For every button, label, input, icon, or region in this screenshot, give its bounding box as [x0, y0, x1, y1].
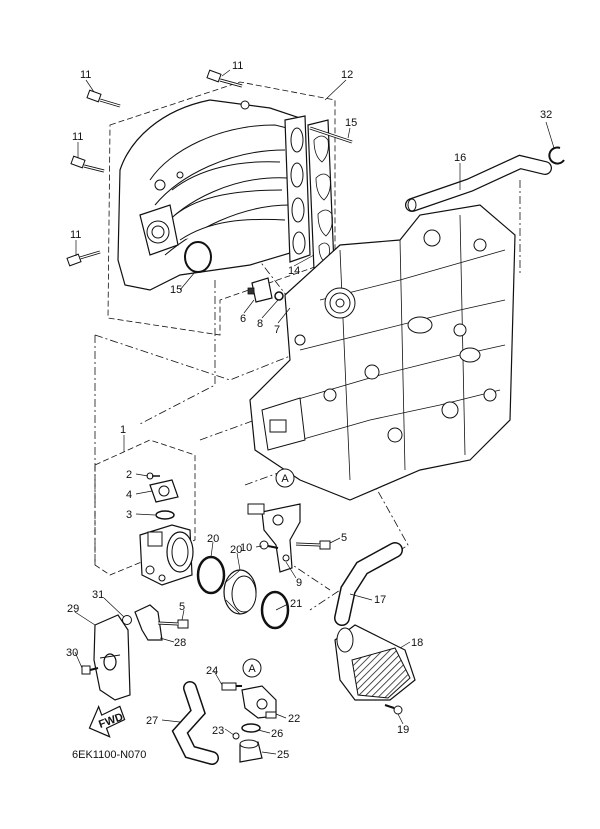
callout-11: 11 — [232, 60, 243, 72]
callout-23: 23 — [212, 725, 224, 737]
leader-lines — [74, 69, 555, 755]
elbow-25 — [239, 739, 263, 763]
callout-30: 30 — [66, 647, 78, 659]
cover-29 — [93, 614, 131, 701]
diagram-code: 6EK1100-N070 — [72, 749, 146, 761]
intake-manifold-group-outline — [107, 81, 336, 336]
callout-12: 12 — [341, 69, 353, 81]
callout-6: 6 — [240, 313, 246, 325]
callout-11: 11 — [70, 229, 81, 241]
gasket-20-b — [260, 590, 290, 630]
stud-bolt — [309, 126, 353, 144]
svg-text:A: A — [248, 663, 256, 675]
callout-26: 26 — [271, 728, 283, 740]
bolt-10 — [259, 540, 279, 550]
callout-2: 2 — [126, 469, 132, 481]
callout-5: 5 — [179, 601, 185, 613]
callout-11: 11 — [72, 131, 83, 143]
bolt-11-c — [70, 155, 105, 173]
bolt-5-a — [295, 540, 331, 550]
hose-17 — [334, 542, 403, 626]
callout-13: 14 — [288, 265, 300, 277]
gasket-20-a — [196, 555, 226, 595]
collar-31 — [122, 615, 132, 625]
bolt-30 — [81, 665, 99, 675]
callout-19: 20 — [230, 544, 242, 556]
hose-16 — [405, 154, 552, 212]
sensor-6 — [247, 277, 273, 303]
fitting-24 — [221, 682, 242, 691]
callout-24: 24 — [206, 665, 218, 677]
callout-21: 19 — [397, 724, 409, 736]
silencer-18 — [334, 624, 416, 701]
valve-22 — [241, 685, 277, 719]
callout-14: 15 — [170, 284, 182, 296]
svg-text:A: A — [281, 473, 289, 485]
manifold-gasket — [307, 119, 335, 271]
throttle-body-1 — [139, 524, 194, 586]
callout-32: 32 — [540, 109, 552, 121]
intake-manifold — [117, 99, 311, 291]
callout-9: 9 — [296, 577, 302, 589]
callout-4: 4 — [126, 489, 132, 501]
callout-labels: 11 11 12 15 16 32 11 11 14 15 6 8 7 1 2 … — [66, 60, 552, 761]
callout-15: 15 — [345, 117, 357, 129]
bracket-9 — [247, 503, 301, 573]
bolt-5-b — [157, 619, 189, 629]
callout-28: 28 — [174, 637, 186, 649]
fwd-arrow-icon: FWD — [88, 705, 126, 738]
clip-32 — [548, 146, 565, 165]
engine-block — [249, 204, 516, 501]
callout-29: 29 — [67, 603, 79, 615]
o-ring-14 — [184, 241, 212, 273]
reference-marker-a-upper: A — [275, 468, 295, 488]
screw-2 — [146, 472, 160, 480]
callout-25: 25 — [277, 749, 289, 761]
callout-20: 20 — [207, 533, 219, 545]
callout-27: 27 — [146, 715, 158, 727]
throttle-sensor-4 — [149, 479, 179, 503]
callout-1: 1 — [120, 424, 126, 436]
callout-31: 31 — [92, 589, 104, 601]
intake-ring-19 — [223, 569, 257, 615]
bolt-21 — [384, 704, 403, 715]
callout-5: 5 — [341, 532, 347, 544]
bolt-11-d — [66, 250, 101, 267]
callout-7: 7 — [274, 324, 280, 336]
callout-8: 8 — [257, 318, 263, 330]
hose-27 — [171, 681, 219, 765]
o-ring-8 — [274, 291, 284, 301]
screw-23 — [232, 732, 240, 740]
callout-22: 22 — [288, 713, 300, 725]
o-ring-3 — [155, 510, 175, 520]
callout-17: 17 — [374, 594, 386, 606]
callout-11: 11 — [80, 69, 91, 81]
callout-10: 10 — [240, 542, 252, 554]
reference-marker-a-lower: A — [242, 658, 262, 678]
callout-3: 3 — [126, 509, 132, 521]
callout-18: 18 — [411, 637, 423, 649]
callout-20: 21 — [290, 598, 302, 610]
bracket-28 — [134, 604, 163, 641]
bolt-11-b — [206, 69, 243, 88]
callout-16: 16 — [454, 152, 466, 164]
gasket-26 — [241, 723, 261, 733]
bolt-11-a — [86, 89, 121, 108]
